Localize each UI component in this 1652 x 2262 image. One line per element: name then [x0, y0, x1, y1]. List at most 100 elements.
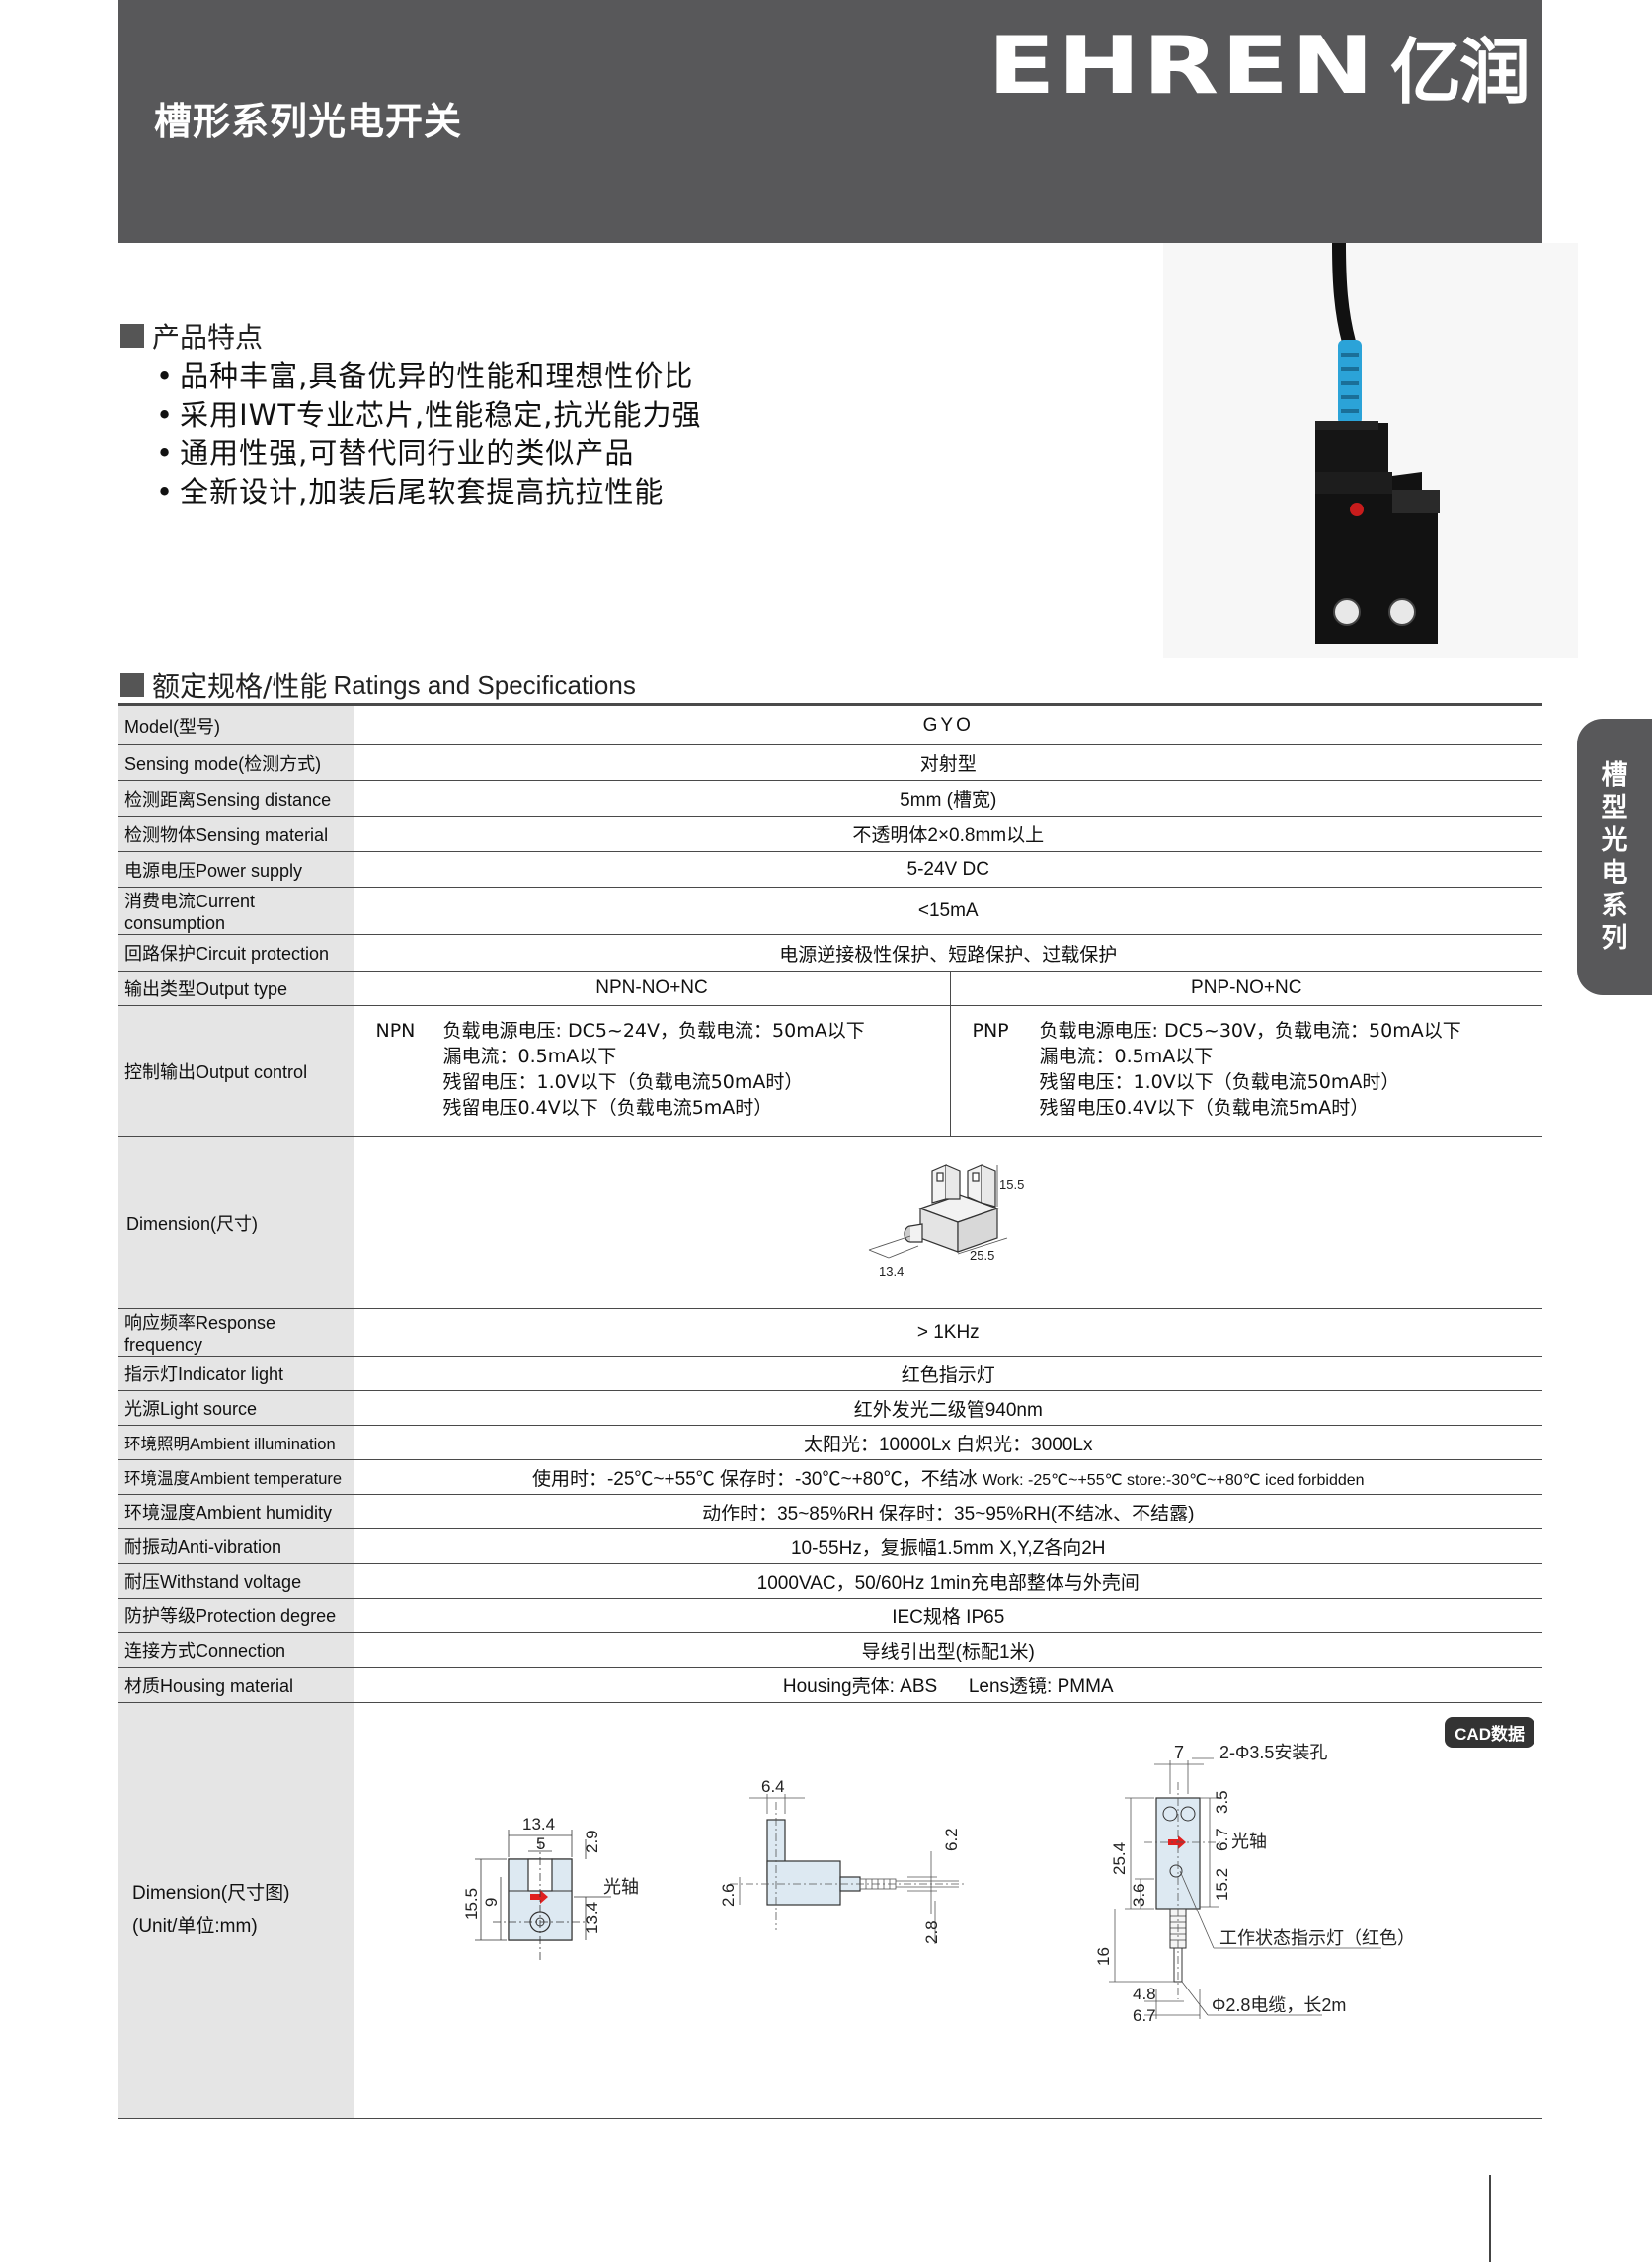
- table-row: 连接方式Connection 导线引出型(标配1米): [118, 1632, 1542, 1668]
- side-tab-char: 槽: [1601, 760, 1628, 791]
- npn-line: 残留电压：1.0V以下（负载电流50mA时）: [442, 1071, 804, 1093]
- row-value: 电源逆接极性保护、短路保护、过载保护: [354, 934, 1542, 972]
- table-row: 检测距离Sensing distance 5mm (槽宽): [118, 780, 1542, 817]
- feature-item: •品种丰富,具备优异的性能和理想性价比: [156, 359, 694, 393]
- page-edge-rule: [1489, 2175, 1491, 2262]
- npn-output-control: NPN 负载电源电压: DC5~24V，负载电流：50mA以下 漏电流：0.5m…: [354, 1005, 951, 1137]
- product-photo: [1163, 242, 1578, 658]
- npn-line: 漏电流：0.5mA以下: [442, 1046, 617, 1067]
- npn-line: 负载电源电压: DC5~24V，负载电流：50mA以下: [442, 1020, 865, 1042]
- row-value: 红外发光二级管940nm: [354, 1390, 1542, 1426]
- mounting-holes-label: 2-Φ3.5安装孔: [1219, 1743, 1327, 1762]
- row-label: 指示灯Indicator light: [118, 1356, 354, 1391]
- side-bottom-label: 2.8: [922, 1920, 941, 1944]
- table-row: 指示灯Indicator light 红色指示灯: [118, 1356, 1542, 1391]
- table-row: Dimension(尺寸): [118, 1136, 1542, 1309]
- row-label: 光源Light source: [118, 1390, 354, 1426]
- table-row: 材质Housing material Housing壳体: ABS Lens透镜…: [118, 1667, 1542, 1703]
- rear-optical-axis-label: 光轴: [1231, 1832, 1267, 1851]
- specs-heading: 额定规格/性能 Ratings and Specifications: [120, 665, 636, 705]
- rear-36-label: 3.6: [1130, 1883, 1148, 1907]
- dimension-sketch: 15.5 25.5 13.4: [354, 1136, 1542, 1309]
- table-row: 响应频率Response frequency > 1KHz: [118, 1308, 1542, 1357]
- rear-16-label: 16: [1094, 1947, 1113, 1966]
- row-value: > 1KHz: [354, 1308, 1542, 1357]
- row-value: 导线引出型(标配1米): [354, 1632, 1542, 1668]
- specs-heading-cn: 额定规格/性能: [152, 670, 328, 703]
- heading-square-icon: [120, 324, 144, 348]
- table-row: 耐压Withstand voltage 1000VAC，50/60Hz 1min…: [118, 1563, 1542, 1599]
- row-label: 响应频率Response frequency: [118, 1308, 354, 1357]
- row-label: 输出类型Output type: [118, 971, 354, 1006]
- logo-cjk: 亿润: [1389, 30, 1531, 114]
- temp-value-en: Work: -25℃~+55℃ store:-30℃~+80℃ iced for…: [983, 1471, 1365, 1489]
- row-value: 红色指示灯: [354, 1356, 1542, 1391]
- rear-35-label: 3.5: [1213, 1790, 1231, 1814]
- row-value: GYO: [354, 703, 1542, 745]
- table-row: 控制输出Output control NPN 负载电源电压: DC5~24V，负…: [118, 1005, 1542, 1137]
- front-slot-label: 5: [536, 1834, 545, 1853]
- pnp-line: 残留电压：1.0V以下（负载电流50mA时）: [1039, 1071, 1400, 1093]
- row-label: Model(型号): [118, 703, 354, 745]
- table-row: 消费电流Current consumption <15mA: [118, 887, 1542, 935]
- dimension-drawings: CAD数据: [354, 1702, 1542, 2119]
- table-row: 环境湿度Ambient humidity 动作时：35~85%RH 保存时：35…: [118, 1494, 1542, 1529]
- front-optical-axis-label: 光轴: [603, 1877, 639, 1897]
- row-value: 不透明体2×0.8mm以上: [354, 816, 1542, 852]
- dimension-drawing-svg: 13.4 5 2.9 15.5 9 13.4 光轴: [462, 1743, 1415, 2025]
- pnp-line: 漏电流：0.5mA以下: [1039, 1046, 1214, 1067]
- row-label: 环境温度Ambient temperature: [118, 1459, 354, 1495]
- table-row: 环境温度Ambient temperature 使用时：-25℃~+55℃ 保存…: [118, 1459, 1542, 1495]
- row-value: Housing壳体: ABS Lens透镜: PMMA: [354, 1667, 1542, 1703]
- brand-logo: EHREN 亿润: [987, 20, 1531, 114]
- row-value: 太阳光：10000Lx 白炽光：3000Lx: [354, 1425, 1542, 1460]
- front-axis-label: 9: [482, 1898, 501, 1907]
- cable-note-label: Φ2.8电缆，长2m: [1212, 1995, 1346, 2015]
- row-label: 消费电流Current consumption: [118, 887, 354, 935]
- table-row: Model(型号) GYO: [118, 703, 1542, 745]
- side-tab-char: 系: [1601, 891, 1628, 921]
- feature-item: •通用性强,可替代同行业的类似产品: [156, 436, 635, 470]
- row-label: 环境湿度Ambient humidity: [118, 1494, 354, 1529]
- specs-heading-en: Ratings and Specifications: [333, 669, 636, 700]
- front-width-label: 13.4: [522, 1815, 555, 1833]
- rear-width-label: 7: [1174, 1743, 1184, 1762]
- side-tab: 槽 型 光 电 系 列: [1577, 719, 1652, 995]
- dim-13-4-label: 13.4: [879, 1264, 904, 1279]
- row-value: 动作时：35~85%RH 保存时：35~95%RH(不结冰、不结露): [354, 1494, 1542, 1529]
- side-right-label: 6.2: [942, 1828, 961, 1851]
- front-top-label: 2.9: [583, 1830, 601, 1853]
- row-value: IEC规格 IP65: [354, 1598, 1542, 1633]
- row-label: 耐振动Anti-vibration: [118, 1528, 354, 1564]
- rear-view: 7 2-Φ3.5安装孔 3.5 6.7 光轴 25.4 3.6 15.2 16 …: [1094, 1743, 1415, 2025]
- row-label: Dimension(尺寸图) (Unit/单位:mm): [118, 1702, 354, 2119]
- dim-25-5-label: 25.5: [970, 1248, 994, 1263]
- sensor-iso-drawing: 15.5 25.5 13.4: [869, 1164, 1025, 1279]
- dimension-drawing-label: Dimension(尺寸图): [132, 1883, 290, 1904]
- pnp-line: 负载电源电压: DC5~30V，负载电流：50mA以下: [1039, 1020, 1461, 1042]
- heading-square-icon: [120, 673, 144, 697]
- spec-table: Model(型号) GYO Sensing mode(检测方式) 对射型 检测距…: [118, 703, 1542, 2119]
- pnp-output-type: PNP-NO+NC: [950, 971, 1542, 1006]
- feature-item: •采用IWT专业芯片,性能稳定,抗光能力强: [156, 398, 702, 431]
- side-tab-char: 电: [1601, 858, 1628, 889]
- pnp-tag: PNP: [972, 1020, 1009, 1042]
- features-heading: 产品特点: [120, 316, 263, 355]
- rear-67-label: 6.7: [1213, 1828, 1231, 1851]
- rear-67b-label: 6.7: [1133, 2006, 1156, 2025]
- front-height-label: 15.5: [462, 1888, 481, 1920]
- cad-data-button[interactable]: CAD数据: [1445, 1717, 1534, 1748]
- features-heading-text: 产品特点: [152, 321, 264, 353]
- table-row: 光源Light source 红外发光二级管940nm: [118, 1390, 1542, 1426]
- features-list: •品种丰富,具备优异的性能和理想性价比 •采用IWT专业芯片,性能稳定,抗光能力…: [156, 357, 702, 511]
- side-left-label: 2.6: [719, 1883, 738, 1907]
- side-top-label: 6.4: [761, 1777, 785, 1796]
- row-value: 10-55Hz，复振幅1.5mm X,Y,Z各向2H: [354, 1528, 1542, 1564]
- row-value: 1000VAC，50/60Hz 1min充电部整体与外壳间: [354, 1563, 1542, 1599]
- row-label: 电源电压Power supply: [118, 851, 354, 888]
- front-lower-label: 13.4: [583, 1902, 601, 1934]
- unit-label: (Unit/单位:mm): [132, 1916, 258, 1937]
- dim-15-5-label: 15.5: [999, 1177, 1024, 1192]
- row-label: Sensing mode(检测方式): [118, 744, 354, 781]
- table-row: 环境照明Ambient illumination 太阳光：10000Lx 白炽光…: [118, 1425, 1542, 1460]
